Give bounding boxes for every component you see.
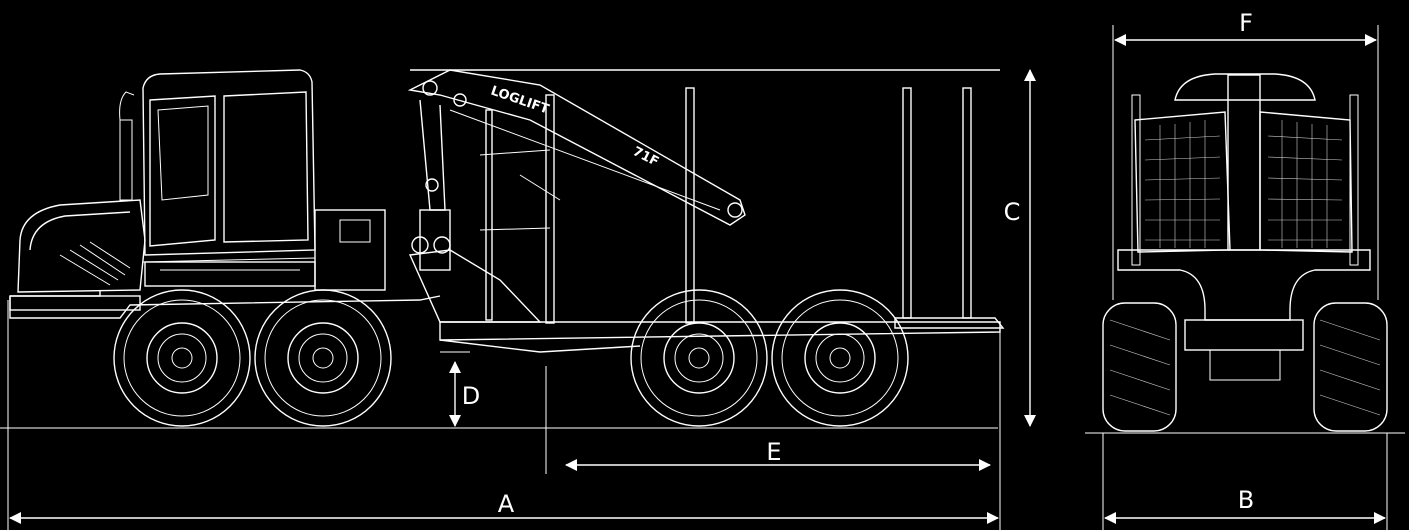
machine-frame xyxy=(9,69,1005,353)
forwarder-front-view: F B xyxy=(1085,9,1405,530)
dimension-f-label: F xyxy=(1239,9,1253,37)
load-stakes xyxy=(479,87,972,324)
dimension-a-label: A xyxy=(498,490,515,518)
front-view-wheels xyxy=(1102,302,1388,432)
wheel-front-1 xyxy=(113,289,251,427)
dimension-d: D xyxy=(440,351,480,427)
dimension-e: E xyxy=(545,366,991,474)
dimension-d-label: D xyxy=(462,382,480,410)
dimension-b-label: B xyxy=(1238,486,1254,514)
load-gate xyxy=(1131,73,1359,266)
wheel-rear-2 xyxy=(771,289,909,427)
dimension-c-label: C xyxy=(1004,198,1021,226)
dimension-f: F xyxy=(1112,9,1379,300)
dimension-b: B xyxy=(1102,433,1388,530)
side-wheels xyxy=(113,289,909,427)
forwarder-side-view: LOGLIFT 71F xyxy=(0,69,1036,530)
dimension-a: A xyxy=(7,300,1001,530)
wheel-front-2 xyxy=(254,289,392,427)
crane-brand-label: LOGLIFT xyxy=(489,84,551,118)
wheel-rear-1 xyxy=(630,289,768,427)
front-view-chassis xyxy=(1117,249,1371,321)
dimension-c: C xyxy=(1004,69,1036,427)
crane-model-label: 71F xyxy=(630,144,661,170)
dimension-e-label: E xyxy=(766,438,781,466)
